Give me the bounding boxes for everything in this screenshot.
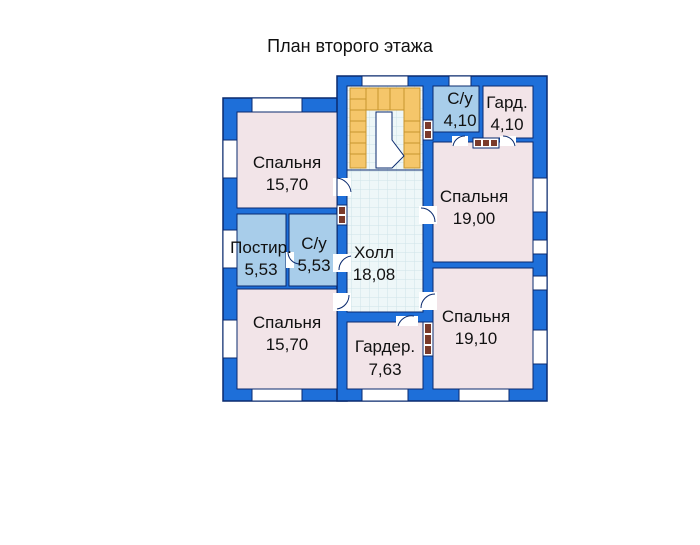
bath-w-name: С/у	[301, 234, 327, 253]
storage-area: 5,53	[244, 260, 277, 279]
bedroom-ne-name: Спальня	[440, 187, 508, 206]
hall-name: Холл	[354, 243, 394, 262]
room-wardrobe-n	[482, 85, 534, 139]
room-bedroom-sw	[236, 288, 338, 390]
room-storage	[236, 213, 287, 287]
bedroom-sw-name: Спальня	[253, 313, 321, 332]
bedroom-se-name: Спальня	[442, 307, 510, 326]
bath-w-area: 5,53	[297, 256, 330, 275]
doors	[286, 135, 516, 327]
bedroom-nw-area: 15,70	[266, 175, 309, 194]
wardrobe-s-name: Гардер.	[355, 337, 415, 356]
room-labels: Спальня 15,70 Спальня 15,70 Постир. 5,53…	[230, 89, 528, 379]
hall-area: 18,08	[353, 265, 396, 284]
storage-name: Постир.	[230, 238, 292, 257]
room-bath-w	[288, 213, 338, 287]
wardrobe-s-area: 7,63	[368, 360, 401, 379]
bath-n-area: 4,10	[443, 111, 476, 130]
vent-ducts	[336, 119, 500, 357]
bedroom-ne-area: 19,00	[453, 209, 496, 228]
room-bedroom-ne	[432, 141, 534, 263]
windows	[222, 75, 548, 402]
bedroom-sw-area: 15,70	[266, 335, 309, 354]
room-bedroom-se	[432, 267, 534, 390]
staircase	[349, 87, 421, 169]
room-hall	[346, 169, 424, 313]
rooms	[236, 85, 534, 390]
wardrobe-n-name: Гард.	[486, 93, 527, 112]
bedroom-se-area: 19,10	[455, 329, 498, 348]
wardrobe-n-area: 4,10	[490, 115, 523, 134]
bath-n-name: С/у	[447, 89, 473, 108]
room-wardrobe-s	[346, 321, 424, 390]
plan-title: План второго этажа	[267, 36, 433, 56]
bedroom-nw-name: Спальня	[253, 153, 321, 172]
